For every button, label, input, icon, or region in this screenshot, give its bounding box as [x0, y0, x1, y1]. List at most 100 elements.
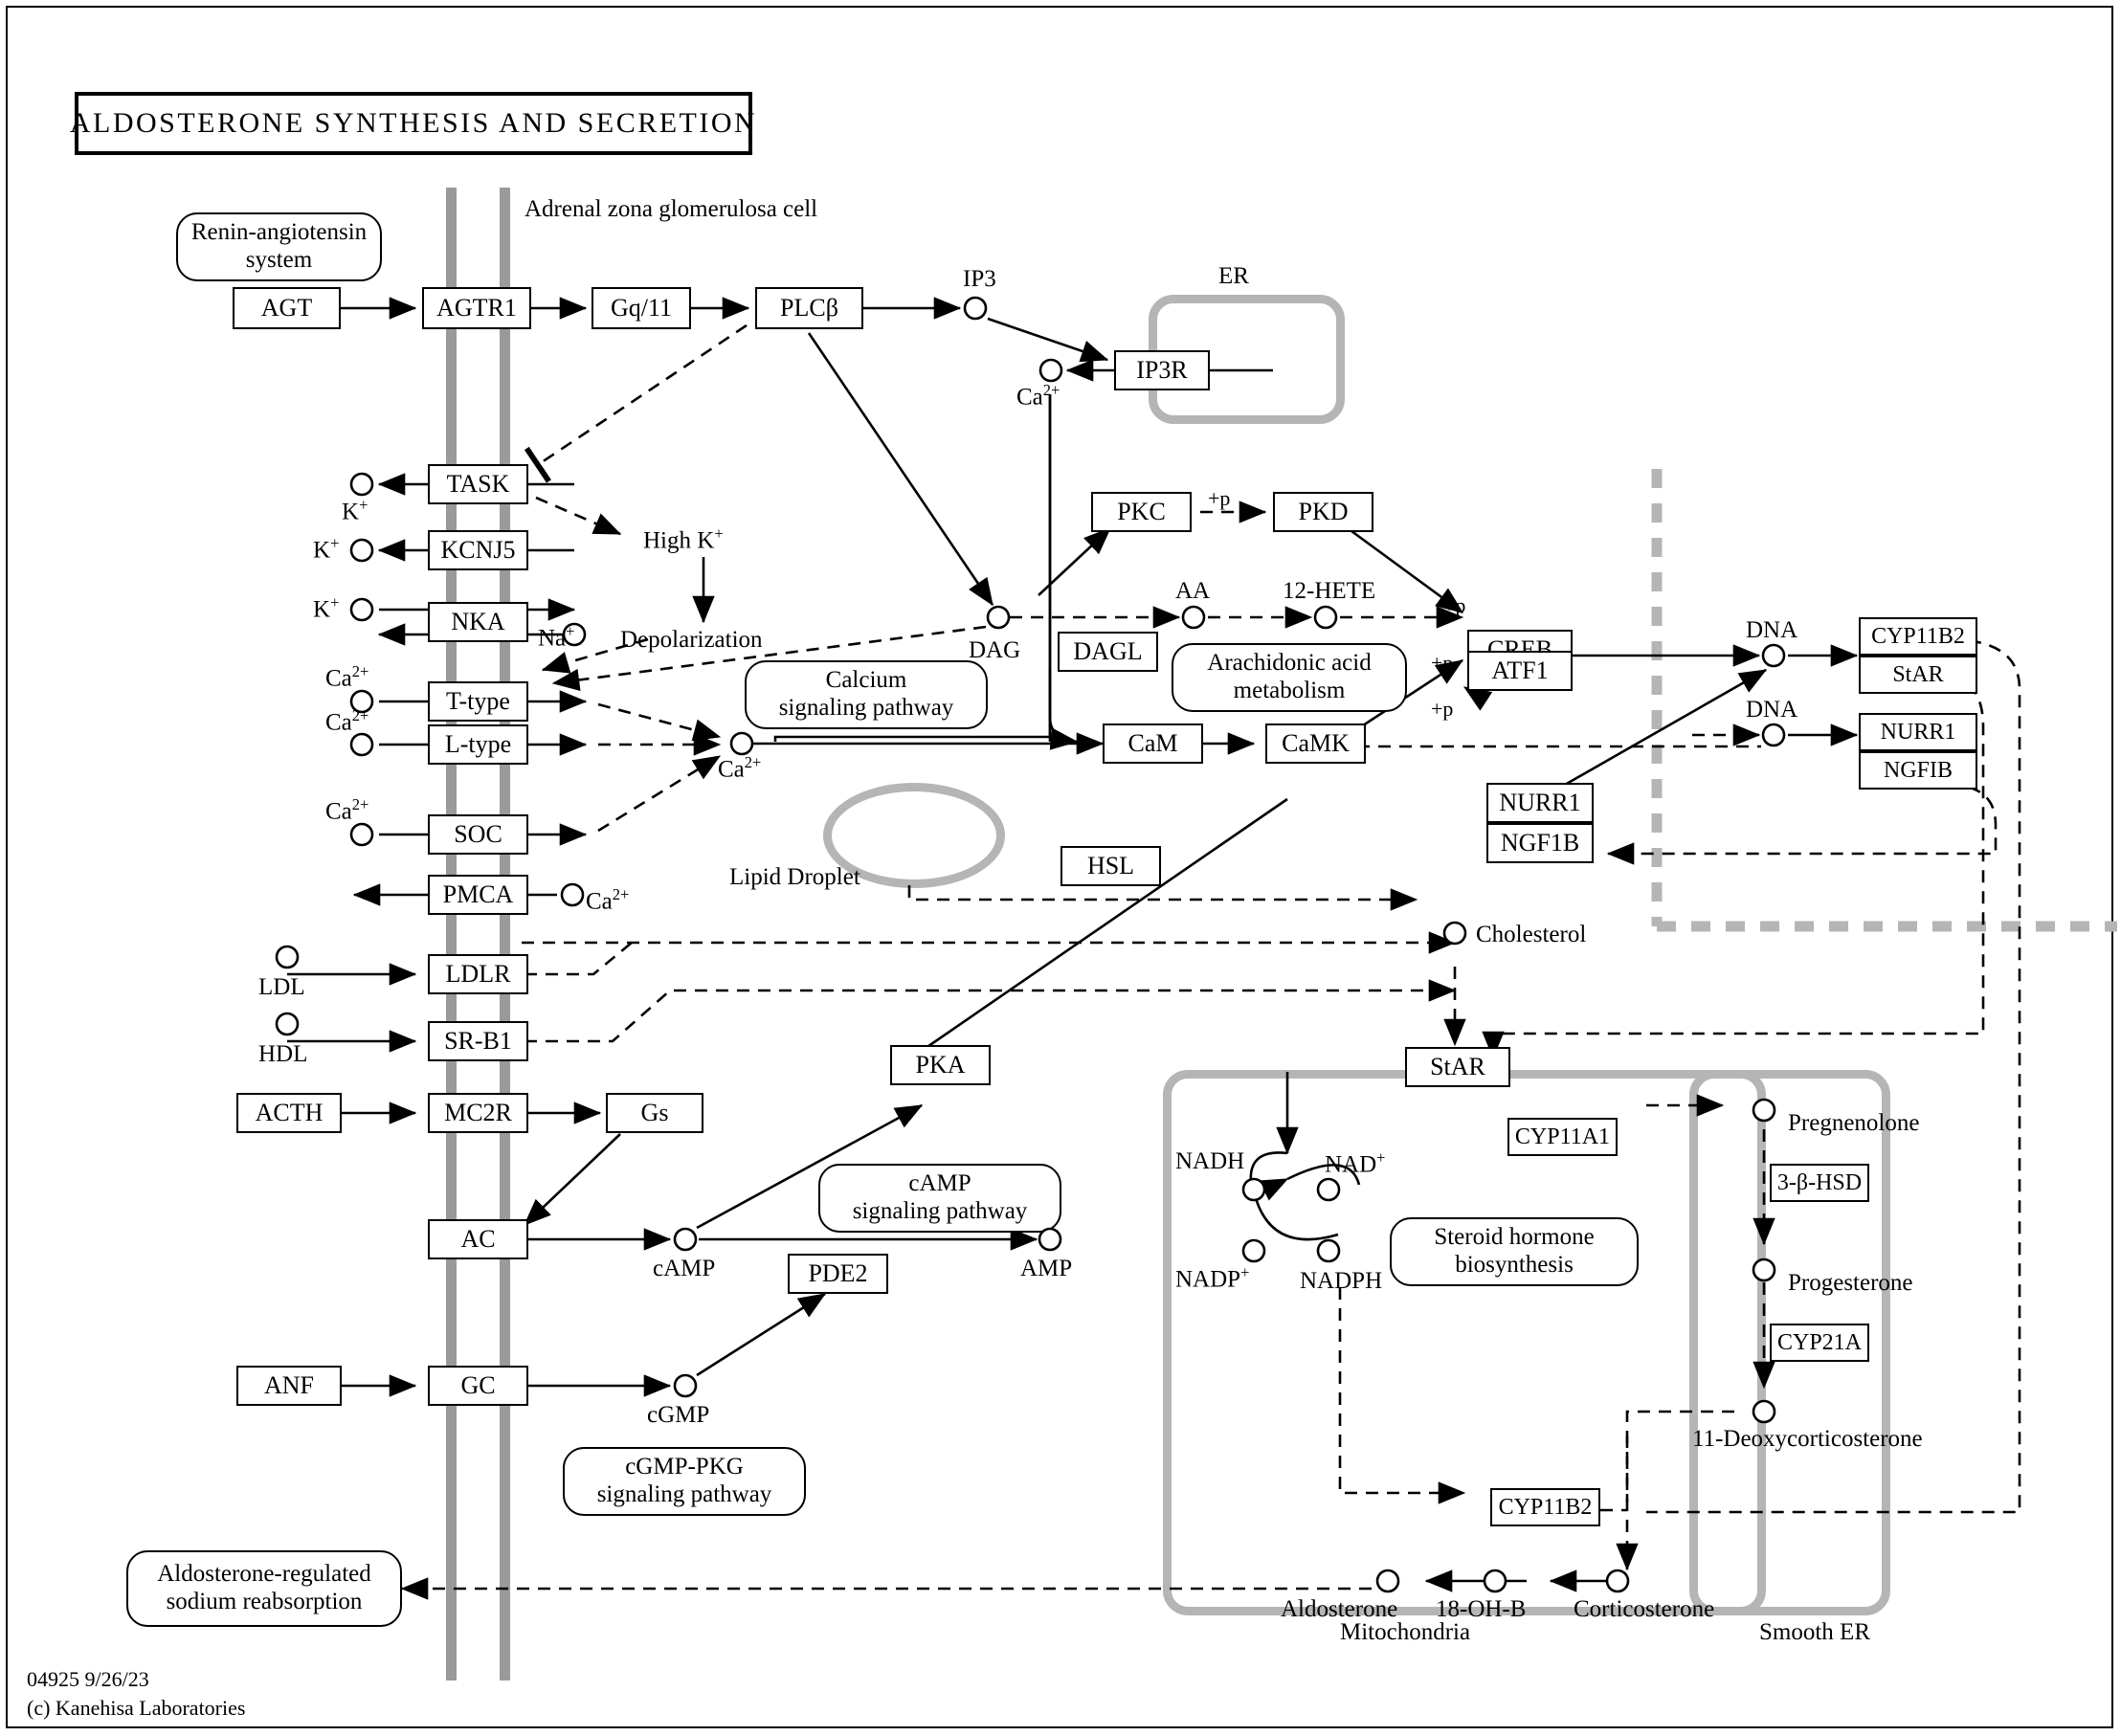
label-phospho-creb-1: +p [1443, 593, 1466, 617]
label-depolarization: Depolarization [620, 627, 763, 653]
gene-box-pkd[interactable]: PKD [1273, 492, 1373, 532]
pathway-camp-signaling[interactable]: cAMP signaling pathway [818, 1164, 1061, 1233]
label-18-oh-b: 18-OH-B [1436, 1596, 1527, 1622]
label-phospho-pkd: +p [1208, 486, 1231, 510]
page-title: ALDOSTERONE SYNTHESIS AND SECRETION [70, 92, 755, 155]
label-corticosterone: Corticosterone [1574, 1596, 1715, 1622]
gene-box-ac[interactable]: AC [428, 1219, 528, 1259]
gene-box-nka[interactable]: NKA [428, 602, 528, 642]
gene-box-l-type[interactable]: L-type [428, 724, 528, 765]
mitochondria-compartment [1163, 1070, 1766, 1615]
gene-box-ngfib-nucleus[interactable]: NGFIB [1859, 751, 1977, 790]
label-ca-pmca: Ca2+ [586, 885, 630, 915]
label-pregnenolone: Pregnenolone [1788, 1110, 1920, 1136]
aldo-na-line1: Aldosterone-regulated [157, 1561, 371, 1588]
lipid-droplet-label: Lipid Droplet [729, 864, 860, 890]
calcium-line2: signaling pathway [778, 695, 954, 721]
label-dna-1: DNA [1746, 617, 1798, 643]
label-nadp: NADP+ [1175, 1263, 1250, 1293]
gene-box-cyp11b2-nucleus[interactable]: CYP11B2 [1859, 617, 1977, 656]
gene-box-3b-hsd[interactable]: 3-β-HSD [1770, 1164, 1869, 1202]
aldo-na-line2: sodium reabsorption [166, 1589, 363, 1614]
label-camp: cAMP [653, 1256, 716, 1281]
label-aldosterone: Aldosterone [1281, 1596, 1398, 1622]
gene-box-cyp21a[interactable]: CYP21A [1770, 1324, 1869, 1362]
gene-box-star-nucleus[interactable]: StAR [1859, 656, 1977, 694]
label-ca-cytosol: Ca2+ [718, 753, 762, 783]
label-nadh: NADH [1175, 1148, 1245, 1174]
steroid-line2: biosynthesis [1455, 1252, 1574, 1278]
cell-label: Adrenal zona glomerulosa cell [525, 196, 818, 222]
label-cgmp: cGMP [647, 1402, 710, 1428]
pathway-calcium-signaling[interactable]: Calcium signaling pathway [745, 660, 988, 729]
camp-line1: cAMP [908, 1170, 971, 1197]
label-nad: NAD+ [1325, 1148, 1386, 1178]
gene-box-agt[interactable]: AGT [233, 287, 341, 329]
calcium-line1: Calcium [825, 667, 907, 694]
gene-box-hsl[interactable]: HSL [1060, 846, 1161, 886]
label-k-kcnj5: K+ [313, 534, 340, 564]
arachidonic-line2: metabolism [1233, 678, 1346, 703]
gene-box-pka[interactable]: PKA [890, 1045, 991, 1085]
gene-box-star-mitochondria[interactable]: StAR [1405, 1047, 1510, 1087]
diagram-border [6, 6, 2113, 1728]
pathway-steroid-hormone[interactable]: Steroid hormone biosynthesis [1390, 1217, 1639, 1286]
pathway-cgmp-pkg[interactable]: cGMP-PKG signaling pathway [563, 1447, 806, 1516]
label-ca-er: Ca2+ [1016, 381, 1060, 411]
label-ca-ltype: Ca2+ [325, 706, 369, 736]
gene-box-pde2[interactable]: PDE2 [788, 1254, 888, 1294]
gene-box-ip3r[interactable]: IP3R [1114, 350, 1210, 390]
renin-line1: Renin-angiotensin [190, 219, 368, 246]
pathway-renin-angiotensin[interactable]: Renin-angiotensin system [176, 212, 382, 281]
gene-box-plcb[interactable]: PLCβ [755, 287, 863, 329]
gene-box-agtr1[interactable]: AGTR1 [422, 287, 531, 329]
steroid-line1: Steroid hormone [1434, 1224, 1595, 1251]
gene-box-anf[interactable]: ANF [236, 1366, 342, 1406]
gene-box-acth[interactable]: ACTH [236, 1093, 342, 1133]
gene-box-gq11[interactable]: Gq/11 [592, 287, 691, 329]
gene-box-soc[interactable]: SOC [428, 814, 528, 855]
gene-box-cam[interactable]: CaM [1103, 723, 1203, 764]
gene-box-atf1[interactable]: ATF1 [1467, 651, 1573, 691]
label-hdl: HDL [258, 1041, 308, 1067]
renin-line2: system [245, 247, 313, 273]
label-11-deoxycorticosterone: 11-Deoxycorticosterone [1692, 1426, 1923, 1452]
gene-box-mc2r[interactable]: MC2R [428, 1093, 528, 1133]
label-high-k: High K+ [643, 524, 724, 554]
gene-box-pmca[interactable]: PMCA [428, 875, 528, 915]
plasma-membrane-inner [500, 188, 510, 1680]
label-cholesterol: Cholesterol [1476, 922, 1587, 947]
pathway-arachidonic-acid[interactable]: Arachidonic acid metabolism [1172, 643, 1407, 712]
label-progesterone: Progesterone [1788, 1270, 1913, 1296]
mitochondria-label: Mitochondria [1340, 1619, 1471, 1645]
gene-box-sr-b1[interactable]: SR-B1 [428, 1021, 528, 1061]
camp-line2: signaling pathway [852, 1198, 1028, 1224]
gene-box-nurr1-cyto[interactable]: NURR1 [1486, 783, 1594, 823]
gene-box-camk[interactable]: CaMK [1265, 723, 1366, 764]
gene-box-t-type[interactable]: T-type [428, 681, 528, 722]
gene-box-dagl[interactable]: DAGL [1058, 632, 1158, 672]
footer-copyright: (c) Kanehisa Laboratories [27, 1696, 246, 1720]
gene-box-gc[interactable]: GC [428, 1366, 528, 1406]
gene-box-ldlr[interactable]: LDLR [428, 954, 528, 994]
gene-box-gs[interactable]: Gs [606, 1093, 703, 1133]
label-k-nka: K+ [313, 593, 340, 623]
arachidonic-line1: Arachidonic acid [1207, 650, 1372, 677]
cgmp-line1: cGMP-PKG [625, 1454, 744, 1480]
gene-box-cyp11a1[interactable]: CYP11A1 [1507, 1118, 1618, 1156]
gene-box-nurr1-nucleus[interactable]: NURR1 [1859, 713, 1977, 751]
gene-box-ngf1b-cyto[interactable]: NGF1B [1486, 823, 1594, 863]
label-na-nka: Na+ [538, 622, 575, 652]
pathway-aldosterone-sodium[interactable]: Aldosterone-regulated sodium reabsorptio… [126, 1550, 402, 1627]
label-amp: AMP [1020, 1256, 1073, 1281]
gene-box-kcnj5[interactable]: KCNJ5 [428, 530, 528, 570]
gene-box-cyp11b2-mitochondria[interactable]: CYP11B2 [1490, 1488, 1600, 1526]
label-phospho-creb-2: +p [1431, 651, 1454, 675]
cgmp-line2: signaling pathway [596, 1481, 772, 1507]
gene-box-pkc[interactable]: PKC [1091, 492, 1192, 532]
footer-id: 04925 9/26/23 [27, 1667, 149, 1691]
label-dna-2: DNA [1746, 697, 1798, 723]
label-phospho-creb-3: +p [1431, 697, 1454, 721]
gene-box-task[interactable]: TASK [428, 464, 528, 504]
